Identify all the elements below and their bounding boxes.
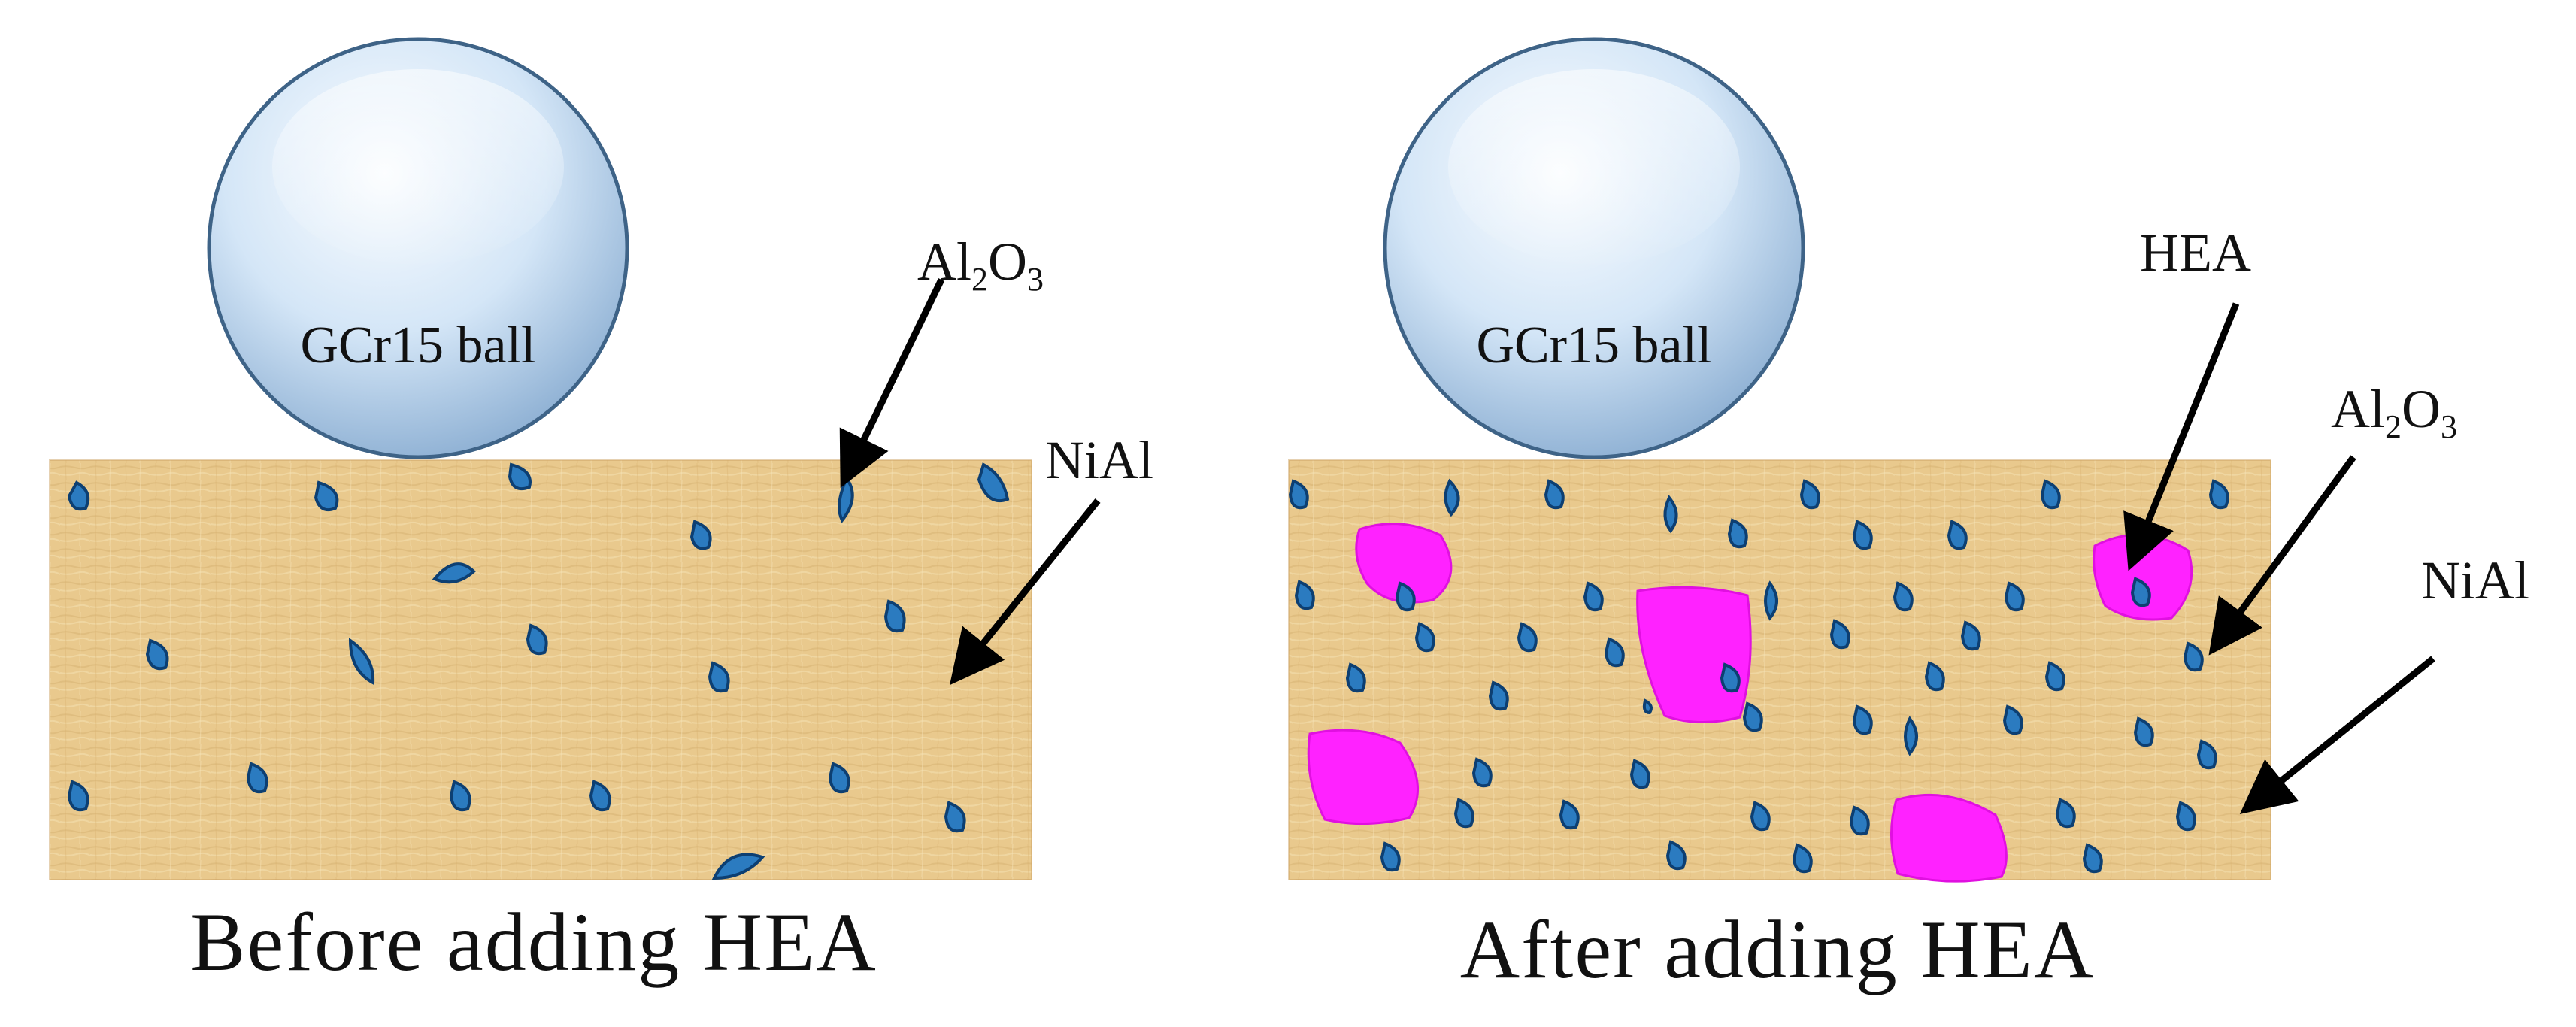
- al2o3-particle: [883, 599, 906, 633]
- al2o3-particle: [689, 520, 712, 550]
- hea-particle: [1636, 586, 1752, 724]
- al2o3-particle: [67, 780, 89, 812]
- al2o3-particle: [432, 562, 476, 584]
- al2o3-particle: [449, 780, 471, 812]
- al2o3-particle: [67, 480, 89, 511]
- al2o3-particle: [1414, 622, 1435, 653]
- al2o3-particle: [2133, 716, 2154, 747]
- al2o3-particle: [944, 801, 966, 833]
- al2o3-particle: [589, 780, 611, 812]
- al2o3-particle: [1294, 580, 1315, 610]
- al2o3-particle: [1799, 479, 1820, 510]
- nial-arrow: [949, 498, 1101, 686]
- al2o3-particle: [1604, 637, 1625, 668]
- panel-before: GCr15 ball Al2O3 NiAl Before adding HEA: [49, 37, 1153, 988]
- hea-particle: [1890, 793, 2008, 883]
- al2o3-particle: [1453, 798, 1474, 829]
- al2o3-particle: [1345, 662, 1366, 693]
- al2o3-particle: [1395, 581, 1416, 612]
- al2o3-particle: [1764, 580, 1778, 621]
- al2o3-particles: [67, 462, 1010, 880]
- al2o3-particle: [1742, 701, 1763, 732]
- al2o3-particle: [246, 762, 268, 794]
- gcr15-ball: GCr15 ball: [1383, 37, 1805, 459]
- al2o3-particle: [1852, 704, 1873, 735]
- al2o3-particle: [2208, 479, 2229, 510]
- al2o3-particle: [1663, 495, 1678, 534]
- al2o3-particle: [2196, 739, 2217, 770]
- al2o3-particle: [348, 638, 375, 686]
- al2o3-particle: [1849, 805, 1870, 836]
- al2o3-particle: [1904, 716, 1918, 756]
- al2o3-particle: [1559, 799, 1580, 830]
- al2o3-particle: [2044, 661, 2065, 692]
- al2o3-particle: [2082, 843, 2103, 874]
- al2o3-particle: [1750, 801, 1771, 832]
- al2o3-particle: [2055, 798, 2076, 829]
- ball-label: GCr15 ball: [300, 317, 535, 374]
- hea-particle: [1307, 729, 1419, 826]
- al2o3-particle: [1517, 622, 1538, 653]
- caption-after: After adding HEA: [1460, 904, 2096, 995]
- al2o3-particle: [145, 638, 169, 671]
- al2o3-particle: [1960, 620, 1981, 651]
- al2o3-particle: [1544, 479, 1565, 510]
- al2o3-particle: [1444, 478, 1460, 517]
- nial-matrix-block: [50, 460, 1032, 880]
- al2o3-particle: [977, 462, 1010, 503]
- hea-arrow: [2123, 302, 2240, 571]
- al2o3-particle: [2183, 641, 2204, 672]
- al2o3-particle: [1288, 479, 1309, 510]
- al2o3-particle: [1893, 581, 1914, 612]
- al2o3-particle: [2004, 581, 2025, 612]
- al2o3-particle: [708, 661, 730, 693]
- al2o3-particle: [1829, 619, 1850, 650]
- al2o3-particle: [1792, 843, 1813, 874]
- al2o3-particle: [2002, 704, 2023, 735]
- hea-particle: [1355, 523, 1453, 604]
- al2o3-particle: [1665, 840, 1687, 871]
- nial-arrow: [2239, 656, 2435, 815]
- al2o3-particles: [1288, 478, 2229, 874]
- caption-before: Before adding HEA: [190, 896, 877, 988]
- al2o3-particle: [1471, 757, 1493, 788]
- al2o3-particle: [1629, 759, 1650, 789]
- panel-after: GCr15 ball HEA Al2O3 NiAl After adding H…: [1288, 37, 2529, 995]
- al2o3-particle: [1727, 518, 1748, 549]
- al2o3-particle: [1583, 581, 1604, 612]
- al2o3-particle: [526, 623, 548, 656]
- al2o3-particle: [1924, 661, 1945, 692]
- nial-matrix-block: [1289, 460, 2271, 880]
- al2o3-arrow: [2208, 455, 2356, 656]
- al2o3-arrow: [839, 278, 945, 488]
- al2o3-particle: [828, 762, 850, 794]
- al2o3-particle: [1488, 680, 1509, 711]
- al2o3-label: Al2O3: [2331, 379, 2457, 445]
- al2o3-particle: [508, 462, 532, 491]
- nial-label: NiAl: [1045, 430, 1153, 490]
- al2o3-particle: [2040, 479, 2061, 510]
- al2o3-particle: [1720, 662, 1741, 693]
- al2o3-particle: [2175, 801, 2196, 832]
- al2o3-particle: [1380, 841, 1401, 872]
- al2o3-particle: [1947, 520, 1968, 550]
- hea-particles: [1307, 523, 2193, 883]
- al2o3-particle: [838, 474, 854, 523]
- gcr15-ball: GCr15 ball: [207, 37, 629, 459]
- ball-label: GCr15 ball: [1476, 317, 1711, 374]
- al2o3-particle: [2130, 577, 2151, 607]
- al2o3-particle: [1642, 698, 1653, 715]
- al2o3-particle: [314, 480, 339, 512]
- al2o3-particle: [1852, 520, 1873, 550]
- al2o3-particle: [711, 853, 765, 880]
- al2o3-label: Al2O3: [917, 232, 1044, 298]
- nial-label: NiAl: [2421, 550, 2529, 610]
- hea-label: HEA: [2140, 223, 2251, 283]
